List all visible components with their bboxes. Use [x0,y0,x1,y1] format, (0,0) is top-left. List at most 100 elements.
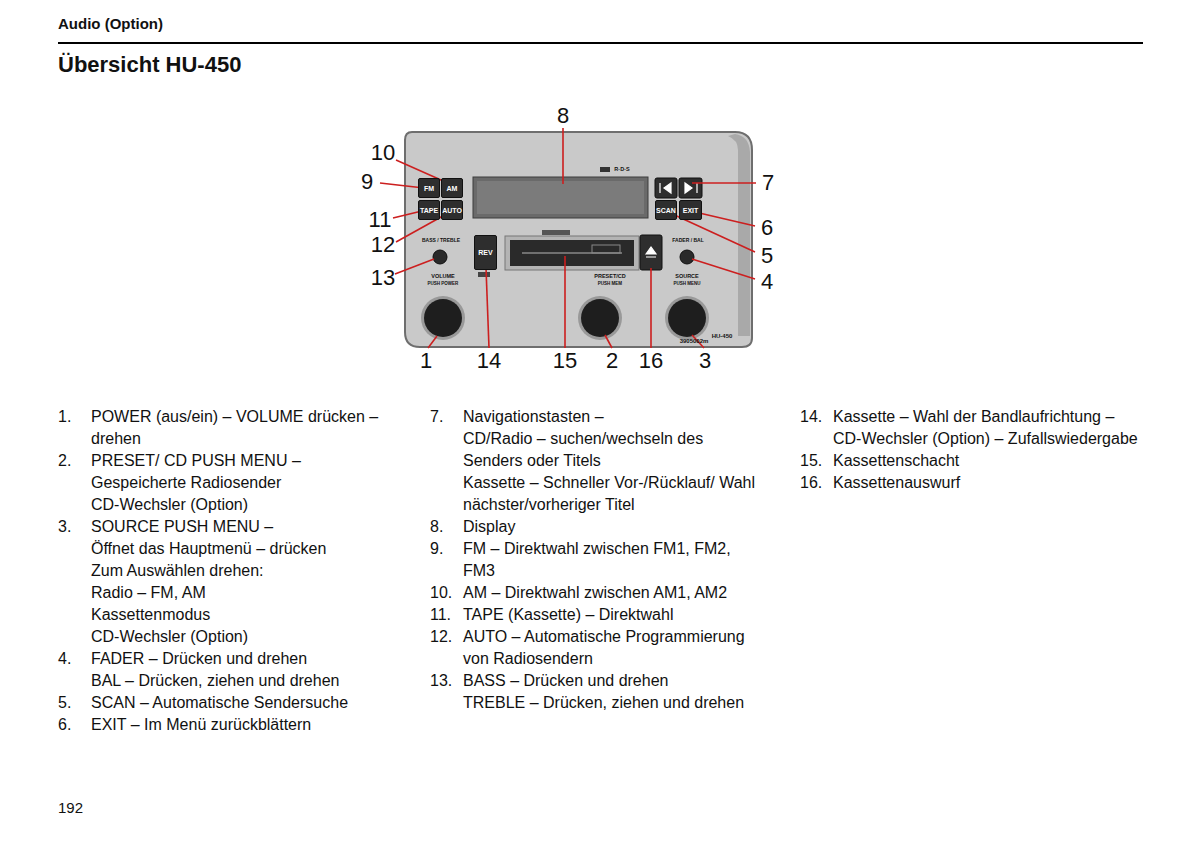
rds-logo: R·D·S [614,166,629,172]
item-body: BASS – Drücken und drehenTREBLE – Drücke… [463,670,763,714]
button-label: TAPE [420,207,438,214]
item-text: FADER – Drücken und drehen [91,648,401,670]
list-item: 10.AM – Direktwahl zwischen AM1, AM2 [430,582,763,604]
item-body: Navigationstasten –CD/Radio – suchen/wec… [463,406,763,516]
item-text: POWER (aus/ein) – VOLUME drücken – drehe… [91,406,401,450]
item-body: PRESET/ CD PUSH MENU –Gespeicherte Radio… [91,450,401,516]
item-number: 1. [58,406,91,450]
item-text: Radio – FM, AM [91,582,401,604]
item-text: TAPE (Kassette) – Direktwahl [463,604,763,626]
callout-number: 14 [477,348,501,373]
display [473,177,648,218]
item-number: 6. [58,714,91,736]
callout-number: 15 [553,348,577,373]
item-body: EXIT – Im Menü zurückblättern [91,714,401,736]
list-column: 1.POWER (aus/ein) – VOLUME drücken – dre… [58,406,401,736]
running-header: Audio (Option) [58,15,163,32]
item-text: FM – Direktwahl zwischen FM1, FM2, FM3 [463,538,763,582]
rev-indicator [478,272,490,277]
header-rule [58,42,1143,44]
callout-number: 8 [557,103,569,128]
radio-button: SCAN [655,200,677,220]
item-number: 15. [800,450,833,472]
bass-knob [433,250,447,264]
model-label: HU-450 [712,333,733,340]
fader-knob [680,250,694,264]
figure-code: 3905002m [680,338,709,345]
item-text: BASS – Drücken und drehen [463,670,763,692]
list-item: 14.Kassette – Wahl der Bandlaufrichtung … [800,406,1153,450]
item-number: 16. [800,472,833,494]
button-label: FM [424,185,434,192]
item-text: BAL – Drücken, ziehen und drehen [91,670,401,692]
list-item: 13.BASS – Drücken und drehenTREBLE – Drü… [430,670,763,714]
item-body: FADER – Drücken und drehenBAL – Drücken,… [91,648,401,692]
prev-icon [660,183,671,193]
item-text: TREBLE – Drücken, ziehen und drehen [463,692,763,714]
item-number: 9. [430,538,463,582]
knob-label: PUSH POWER [428,281,459,286]
radio-button: FM [418,178,440,198]
page-title: Übersicht HU-450 [58,52,241,77]
item-body: Kassettenauswurf [833,472,1153,494]
callout-number: 11 [369,207,392,232]
button-label: SCAN [656,207,676,214]
item-body: SOURCE PUSH MENU –Öffnet das Hauptmenü –… [91,516,401,648]
item-text: Zum Auswählen drehen: [91,560,401,582]
knob-label: BASS / TREBLE [422,238,460,244]
item-body: SCAN – Automatische Sendersuche [91,692,401,714]
callout-number: 7 [762,170,774,195]
callout-number: 16 [639,348,663,373]
callout-number: 5 [761,243,773,268]
leader-lines [380,128,756,348]
volume-knob [424,299,462,337]
list-item: 9.FM – Direktwahl zwischen FM1, FM2, FM3 [430,538,763,582]
item-body: Kassette – Wahl der Bandlaufrichtung –CD… [833,406,1153,450]
callout-number: 6 [761,215,773,240]
eject-button [640,235,662,270]
item-number: 14. [800,406,833,450]
knob-label: FADER / BAL [672,238,703,244]
item-text: Navigationstasten – [463,406,763,428]
knob-label: VOLUME [431,273,455,279]
next-button [679,178,702,198]
item-body: FM – Direktwahl zwischen FM1, FM2, FM3 [463,538,763,582]
callout-number: 1 [420,348,432,373]
item-body: AM – Direktwahl zwischen AM1, AM2 [463,582,763,604]
callout-number: 9 [361,169,373,194]
radio-button: AUTO [441,200,463,220]
page-number: 192 [58,799,83,816]
rds-icon [600,167,610,172]
item-text: CD-Wechsler (Option) – Zufallswiedergabe [833,428,1153,450]
item-number: 5. [58,692,91,714]
item-text: AUTO – Automatische Programmierung von R… [463,626,763,670]
item-body: Kassettenschacht [833,450,1153,472]
radio-button: TAPE [418,200,440,220]
item-number: 8. [430,516,463,538]
dolby-mark [542,230,570,235]
list-item: 5.SCAN – Automatische Sendersuche [58,692,401,714]
list-item: 4.FADER – Drücken und drehenBAL – Drücke… [58,648,401,692]
callout-number: 3 [699,348,711,373]
prev-button [655,178,677,198]
item-text: AM – Direktwahl zwischen AM1, AM2 [463,582,763,604]
source-knob [668,299,706,337]
button-label: REV [478,249,492,256]
item-text: SCAN – Automatische Sendersuche [91,692,401,714]
item-number: 10. [430,582,463,604]
callout-number: 10 [371,140,395,165]
item-text: CD/Radio – suchen/wechseln des Senders o… [463,428,763,472]
list-item: 12.AUTO – Automatische Programmierung vo… [430,626,763,670]
item-text: Kassettenmodus [91,604,401,626]
item-text: SOURCE PUSH MENU – [91,516,401,538]
list-item: 6.EXIT – Im Menü zurückblättern [58,714,401,736]
item-text: CD-Wechsler (Option) [91,626,401,648]
list-item: 7.Navigationstasten –CD/Radio – suchen/w… [430,406,763,516]
list-item: 8.Display [430,516,763,538]
item-body: AUTO – Automatische Programmierung von R… [463,626,763,670]
item-text: Öffnet das Hauptmenü – drücken [91,538,401,560]
item-text: Gespeicherte Radiosender [91,472,401,494]
next-icon [685,183,697,193]
callout-number: 13 [371,265,395,290]
radio-panel [405,132,752,347]
